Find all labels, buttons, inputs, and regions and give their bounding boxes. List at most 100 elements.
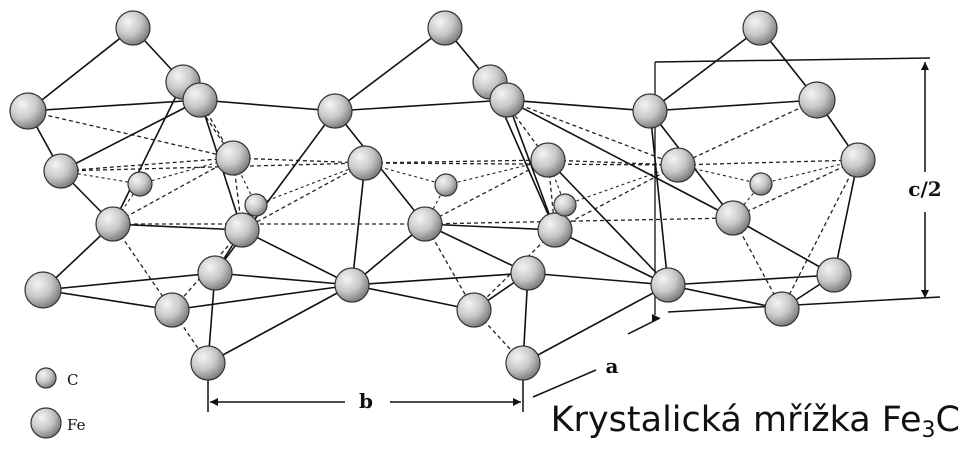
caption-suffix: C (935, 400, 960, 440)
iron-atom (182, 82, 218, 118)
dimension-extension (654, 57, 931, 63)
carbon-bond (677, 164, 762, 185)
solid-bond (334, 27, 446, 112)
solid-bond (667, 284, 783, 310)
iron-atom (530, 142, 566, 178)
iron-atom (632, 93, 668, 129)
iron-atom (715, 200, 751, 236)
dashed-bond (241, 162, 366, 231)
iron-atom (798, 81, 836, 119)
solid-bond (351, 272, 529, 286)
carbon-bond (364, 162, 447, 186)
solid-bond (527, 272, 669, 286)
legend-carbon-atom (35, 367, 57, 389)
carbon-atom (749, 172, 773, 196)
solid-bond (214, 110, 336, 274)
legend-iron-atom (30, 407, 62, 439)
carbon-atom (127, 171, 153, 197)
dimension-extension (667, 296, 941, 313)
dashed-bond (677, 99, 818, 166)
iron-atom (489, 82, 525, 118)
iron-atom (456, 292, 492, 328)
iron-atom (816, 257, 852, 293)
solid-bond (506, 99, 734, 219)
iron-atom (115, 10, 151, 46)
legend: C Fe (30, 367, 86, 439)
dashed-bond (547, 159, 679, 166)
iron-atom (840, 142, 876, 178)
dashed-bond (424, 159, 549, 225)
iron-atom (190, 345, 226, 381)
solid-bond (112, 81, 184, 225)
solid-bond (732, 217, 835, 276)
carbon-atom (553, 193, 577, 217)
iron-atom (224, 212, 260, 248)
iron-atom (347, 145, 383, 181)
dashed-bond (232, 157, 243, 231)
iron-atom (95, 206, 131, 242)
solid-bond (171, 284, 353, 311)
carbon-atom (434, 173, 458, 197)
solid-bond (649, 110, 669, 286)
dashed-bond (677, 159, 859, 166)
iron-atom (407, 206, 443, 242)
dashed-bond (171, 229, 243, 311)
solid-bond (42, 272, 216, 291)
dashed-bond (364, 162, 679, 166)
label-a: a (606, 354, 619, 378)
dashed-bond (732, 159, 859, 219)
solid-bond (27, 27, 134, 112)
iron-atom (317, 93, 353, 129)
dashed-bond (27, 110, 234, 159)
dashed-bond (112, 157, 234, 225)
iron-atom (537, 212, 573, 248)
caption: Krystalická mřížka Fe3C (550, 400, 960, 442)
label-b: b (359, 389, 373, 413)
solid-bond (506, 99, 651, 112)
legend-iron-label: Fe (67, 416, 86, 434)
dashed-bond (60, 162, 366, 172)
iron-atom (334, 267, 370, 303)
atoms (9, 10, 876, 381)
solid-bond (547, 159, 669, 286)
iron-atom (43, 153, 79, 189)
dimension-arrowhead (921, 62, 929, 70)
iron-atom (510, 255, 546, 291)
solid-bond (554, 229, 669, 286)
dimension-arrowhead (652, 314, 660, 322)
iron-atom (505, 345, 541, 381)
dimension-line (532, 369, 597, 398)
solid-bond (199, 99, 336, 112)
solid-bond (60, 99, 201, 172)
legend-carbon-label: C (67, 371, 78, 389)
solid-bond (42, 289, 173, 311)
iron-atom (660, 147, 696, 183)
solid-bond (112, 223, 243, 231)
solid-bond (424, 223, 556, 231)
caption-prefix: Krystalická mřížka Fe (550, 400, 922, 440)
solid-bond (207, 284, 353, 364)
dashed-bond (506, 99, 679, 166)
iron-atom (427, 10, 463, 46)
solid-bond (334, 99, 508, 112)
iron-atom (650, 267, 686, 303)
iron-atom (742, 10, 778, 46)
dashed-bond (60, 157, 234, 172)
dimension-arrowhead (921, 290, 929, 298)
carbon-atom (244, 193, 268, 217)
solid-bond (241, 229, 353, 286)
iron-atom (197, 255, 233, 291)
solid-bond (833, 159, 859, 276)
iron-atom (9, 92, 47, 130)
label-c-half: c/2 (908, 177, 941, 201)
dashed-bond (424, 217, 734, 225)
dimension-lines (207, 57, 941, 412)
iron-atom (215, 140, 251, 176)
carbon-bond (255, 162, 366, 206)
solid-bond (27, 99, 201, 112)
solid-bond (649, 99, 818, 112)
solid-bond (649, 27, 761, 112)
iron-atom (24, 271, 62, 309)
solid-bond (351, 284, 475, 311)
